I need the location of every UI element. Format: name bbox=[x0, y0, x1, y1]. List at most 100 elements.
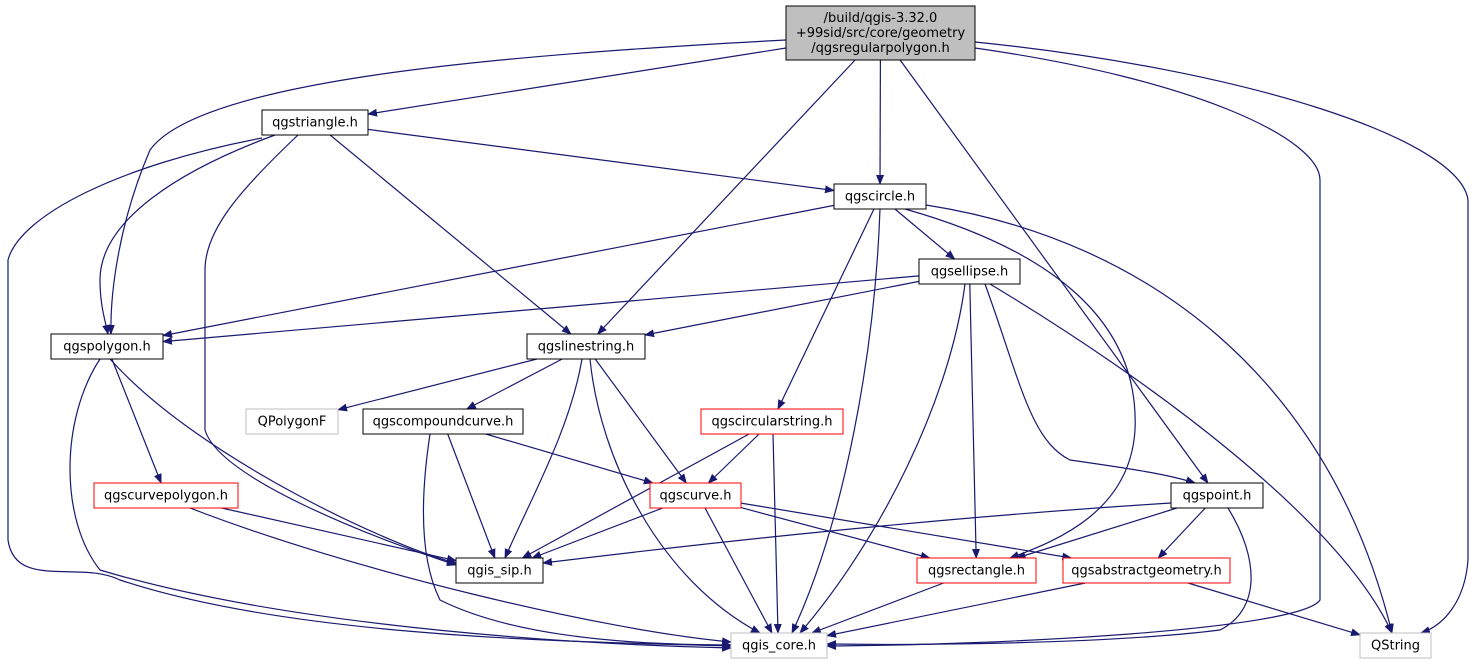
edge-qgscircle-to-qstring bbox=[925, 204, 1394, 634]
node-box-qgis_sip bbox=[455, 557, 544, 584]
node-qgscurvepolygon[interactable]: qgscurvepolygon.h bbox=[93, 482, 239, 509]
edge-qgscircle-to-qgis_core bbox=[791, 208, 881, 634]
node-box-qgscompoundcurve bbox=[362, 408, 524, 435]
edges-layer bbox=[7, 39, 1469, 652]
edge-root-to-qgis_core bbox=[826, 47, 1321, 650]
node-qgstriangle[interactable]: qgstriangle.h bbox=[261, 109, 369, 136]
edge-root-to-qgspolygon bbox=[106, 39, 787, 335]
node-qgis_sip[interactable]: qgis_sip.h bbox=[455, 557, 544, 584]
edge-qgspolygon-to-qgis_core bbox=[69, 358, 732, 652]
node-label-qgscircularstring: qgscircularstring.h bbox=[711, 415, 832, 430]
node-box-qgscurvepolygon bbox=[93, 482, 239, 509]
node-label-qgslinestring: qgslinestring.h bbox=[538, 340, 634, 355]
edge-qgspoint-to-qgis_sip bbox=[542, 502, 1172, 566]
edge-qgscircularstring-to-qgis_sip bbox=[521, 433, 750, 559]
node-box-qgscurve bbox=[649, 482, 742, 509]
node-qgsellipse[interactable]: qgsellipse.h bbox=[918, 258, 1021, 285]
edge-qgsrectangle-to-qgis_core bbox=[810, 582, 944, 634]
node-box-qgsrectangle bbox=[916, 557, 1037, 584]
node-qgsabstractgeometry[interactable]: qgsabstractgeometry.h bbox=[1062, 557, 1231, 584]
edge-qgscurve-to-qgsabstractgeometry bbox=[740, 502, 1073, 561]
node-label-qgis_sip: qgis_sip.h bbox=[467, 564, 531, 579]
node-qgscurve[interactable]: qgscurve.h bbox=[649, 482, 742, 509]
node-box-qgslinestring bbox=[526, 333, 646, 360]
node-qgspolygon[interactable]: qgspolygon.h bbox=[50, 333, 164, 360]
edge-qgscurvepolygon-to-qgis_sip bbox=[221, 507, 457, 563]
node-qgscompoundcurve[interactable]: qgscompoundcurve.h bbox=[362, 408, 524, 435]
edge-root-to-qstring bbox=[974, 41, 1469, 634]
edge-qgsellipse-to-qgslinestring bbox=[644, 280, 920, 338]
node-box-root bbox=[785, 5, 976, 61]
edge-root-to-qgslinestring bbox=[597, 59, 856, 335]
edge-qgscircularstring-to-qgis_core bbox=[772, 433, 782, 634]
node-label-qgsrectangle: qgsrectangle.h bbox=[928, 564, 1025, 579]
edge-qgstriangle-to-qgis_sip bbox=[204, 134, 457, 566]
edge-qgscompoundcurve-to-qgis_core bbox=[422, 433, 732, 649]
edge-qgsabstractgeometry-to-qgis_core bbox=[826, 582, 1086, 638]
edge-qgslinestring-to-qgis_sip bbox=[504, 358, 583, 559]
edge-qgspolygon-to-qgis_sip bbox=[109, 358, 457, 565]
node-box-qgstriangle bbox=[261, 109, 369, 136]
edge-qgscurve-to-qgsrectangle bbox=[740, 507, 931, 560]
edge-qgstriangle-to-qgslinestring bbox=[329, 134, 572, 335]
edge-root-to-qgspoint bbox=[899, 59, 1209, 484]
node-qgscircularstring[interactable]: qgscircularstring.h bbox=[700, 408, 844, 435]
edge-qgspoint-to-qgis_core bbox=[826, 507, 1252, 649]
edge-qgslinestring-to-qgscurve bbox=[594, 358, 687, 484]
node-box-qgscircularstring bbox=[700, 408, 844, 435]
edge-qgscircle-to-qgspolygon bbox=[162, 204, 835, 338]
edge-qgscircle-to-qgsrectangle bbox=[904, 208, 1136, 559]
node-label-qgis_core: qgis_core.h bbox=[742, 639, 816, 654]
nodes-layer: /build/qgis-3.32.0+99sid/src/core/geomet… bbox=[50, 5, 1432, 659]
edge-qgscircle-to-qgsellipse bbox=[894, 208, 956, 260]
edge-qgscompoundcurve-to-qgscurve bbox=[485, 433, 654, 485]
node-root: /build/qgis-3.32.0+99sid/src/core/geomet… bbox=[785, 5, 976, 61]
node-box-qgspoint bbox=[1170, 482, 1264, 509]
edge-qgspoint-to-qgsrectangle bbox=[1015, 507, 1178, 560]
edge-qgsellipse-to-qgspoint bbox=[984, 283, 1196, 485]
edge-qgspolygon-to-qgscurvepolygon bbox=[111, 358, 162, 484]
edge-qgstriangle-to-qgspolygon bbox=[99, 134, 276, 335]
edge-qgsellipse-to-qgsrectangle bbox=[969, 283, 980, 559]
edge-qgstriangle-to-qgis_core bbox=[7, 137, 732, 650]
edge-qgslinestring-to-qpolygonf bbox=[337, 358, 538, 412]
node-label-qgspoint: qgspoint.h bbox=[1183, 489, 1252, 504]
node-label-root: /qgsregularpolygon.h bbox=[811, 41, 949, 56]
edge-qgscircle-to-qgscircularstring bbox=[777, 208, 875, 410]
node-label-qstring: QString bbox=[1371, 639, 1420, 654]
node-box-qgsellipse bbox=[918, 258, 1021, 285]
edge-qgstriangle-to-qgscircle bbox=[367, 128, 835, 194]
node-qpolygonf: QPolygonF bbox=[245, 408, 339, 435]
node-qgis_core: qgis_core.h bbox=[730, 632, 828, 659]
edge-qgscircularstring-to-qgscurve bbox=[707, 433, 760, 484]
node-box-qgis_core bbox=[730, 632, 828, 659]
node-label-qgscircle: qgscircle.h bbox=[845, 190, 915, 205]
node-qgspoint[interactable]: qgspoint.h bbox=[1170, 482, 1264, 509]
edge-qgscurve-to-qgis_sip bbox=[531, 507, 664, 559]
edge-qgsellipse-to-qgspolygon bbox=[162, 275, 920, 345]
node-box-qstring bbox=[1359, 632, 1432, 659]
node-label-qgscurvepolygon: qgscurvepolygon.h bbox=[104, 489, 228, 504]
edge-qgscurvepolygon-to-qgis_core bbox=[189, 507, 732, 646]
node-label-qgscurve: qgscurve.h bbox=[659, 489, 731, 504]
node-box-qgsabstractgeometry bbox=[1062, 557, 1231, 584]
edge-qgscompoundcurve-to-qgis_sip bbox=[447, 433, 496, 559]
node-label-root: /build/qgis-3.32.0 bbox=[824, 11, 938, 26]
node-qstring: QString bbox=[1359, 632, 1432, 659]
node-label-qgstriangle: qgstriangle.h bbox=[272, 116, 358, 131]
node-label-qgsellipse: qgsellipse.h bbox=[931, 265, 1009, 280]
node-qgslinestring[interactable]: qgslinestring.h bbox=[526, 333, 646, 360]
edge-qgscurve-to-qgis_core bbox=[704, 507, 773, 634]
edge-qgslinestring-to-qgscompoundcurve bbox=[465, 358, 563, 410]
node-label-qgscompoundcurve: qgscompoundcurve.h bbox=[373, 415, 514, 430]
node-label-qpolygonf: QPolygonF bbox=[258, 415, 327, 430]
node-label-root: +99sid/src/core/geometry bbox=[796, 26, 966, 41]
edge-qgsellipse-to-qgis_core bbox=[799, 283, 966, 634]
edge-root-to-qgstriangle bbox=[367, 47, 787, 117]
node-qgscircle[interactable]: qgscircle.h bbox=[833, 183, 927, 210]
node-label-qgspolygon: qgspolygon.h bbox=[63, 340, 151, 355]
node-box-qpolygonf bbox=[245, 408, 339, 435]
node-qgsrectangle[interactable]: qgsrectangle.h bbox=[916, 557, 1037, 584]
edge-qgslinestring-to-qgis_core bbox=[589, 358, 761, 634]
